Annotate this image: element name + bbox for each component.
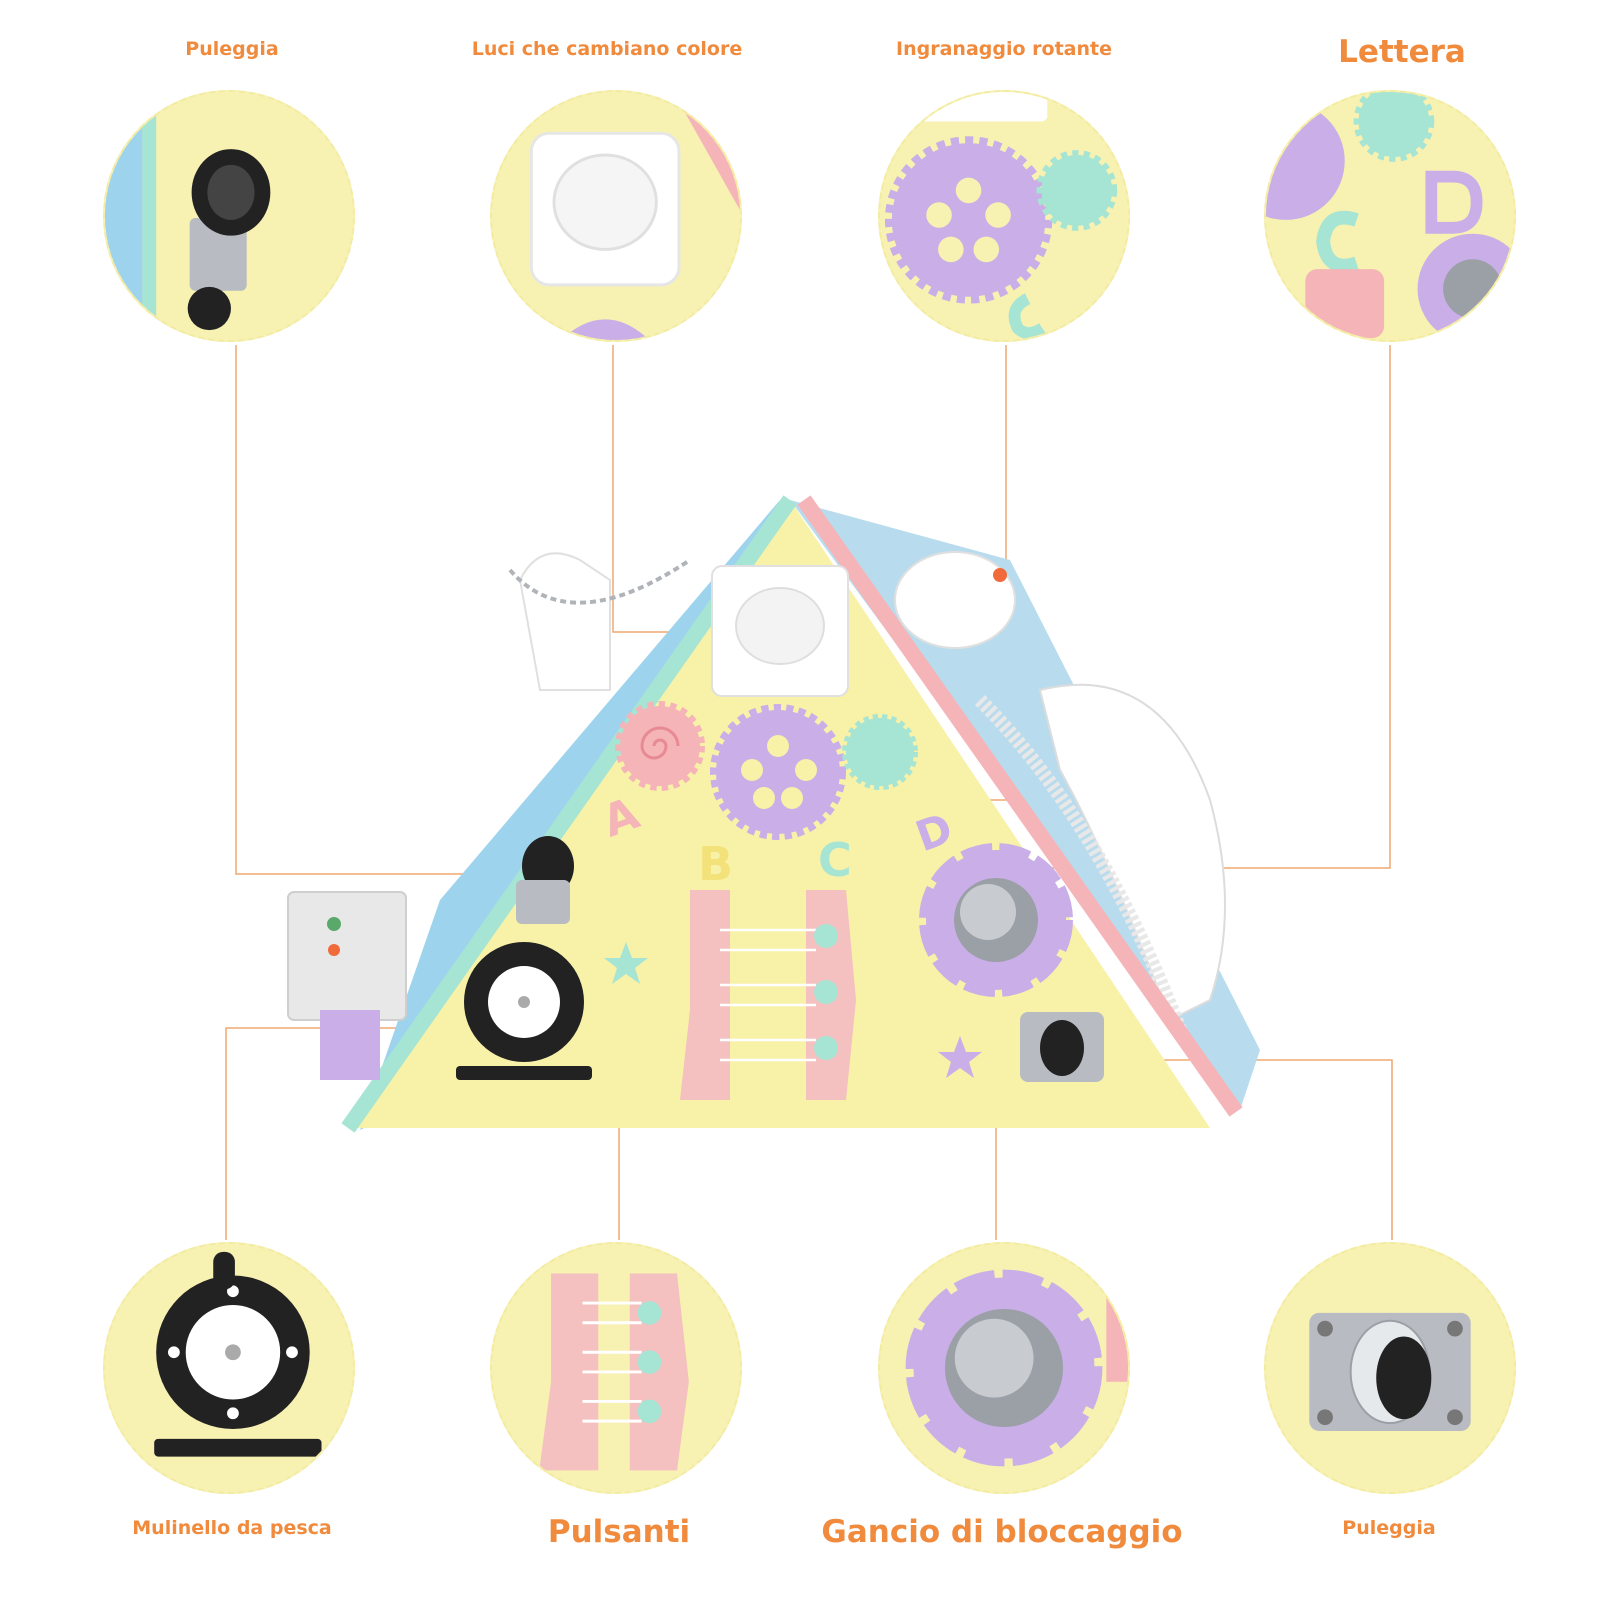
phone-cord	[975, 695, 1187, 1033]
label-pulley-top: Puleggia	[185, 38, 279, 60]
side-switch-box	[287, 891, 407, 1021]
label-lock-hook: Gancio di bloccaggio	[821, 1514, 1183, 1550]
gear-lavender	[710, 704, 846, 840]
gear-mint	[842, 714, 918, 790]
bell	[894, 551, 1016, 649]
star-lavender	[938, 1036, 982, 1078]
detail-circle-pulley-top	[103, 90, 355, 342]
gear-pink	[615, 701, 705, 791]
label-fishing-reel: Mulinello da pesca	[132, 1517, 332, 1539]
detail-circle-buttons	[490, 1242, 742, 1494]
letter-c: C	[818, 833, 852, 887]
lock-shape	[518, 552, 611, 691]
label-letter: Lettera	[1338, 34, 1466, 70]
bell-button	[993, 568, 1007, 582]
edge-pink	[797, 495, 1243, 1117]
detail-circle-pulley-bottom	[1264, 1242, 1516, 1494]
label-rotating-gear: Ingranaggio rotante	[896, 38, 1112, 60]
chain	[508, 558, 692, 605]
star-mint	[604, 942, 648, 984]
detail-circle-letter	[1264, 90, 1516, 342]
detail-circle-color-lights	[490, 90, 742, 342]
label-color-lights: Luci che cambiano colore	[471, 38, 743, 60]
label-buttons: Pulsanti	[547, 1514, 691, 1550]
detail-circle-fishing-reel	[103, 1242, 355, 1494]
button-strip-left	[680, 890, 730, 1100]
label-pulley-bottom: Puleggia	[1342, 1517, 1436, 1539]
detail-circle-lock-hook	[878, 1242, 1130, 1494]
letter-b: B	[698, 837, 733, 891]
detail-circle-gear	[878, 90, 1130, 342]
